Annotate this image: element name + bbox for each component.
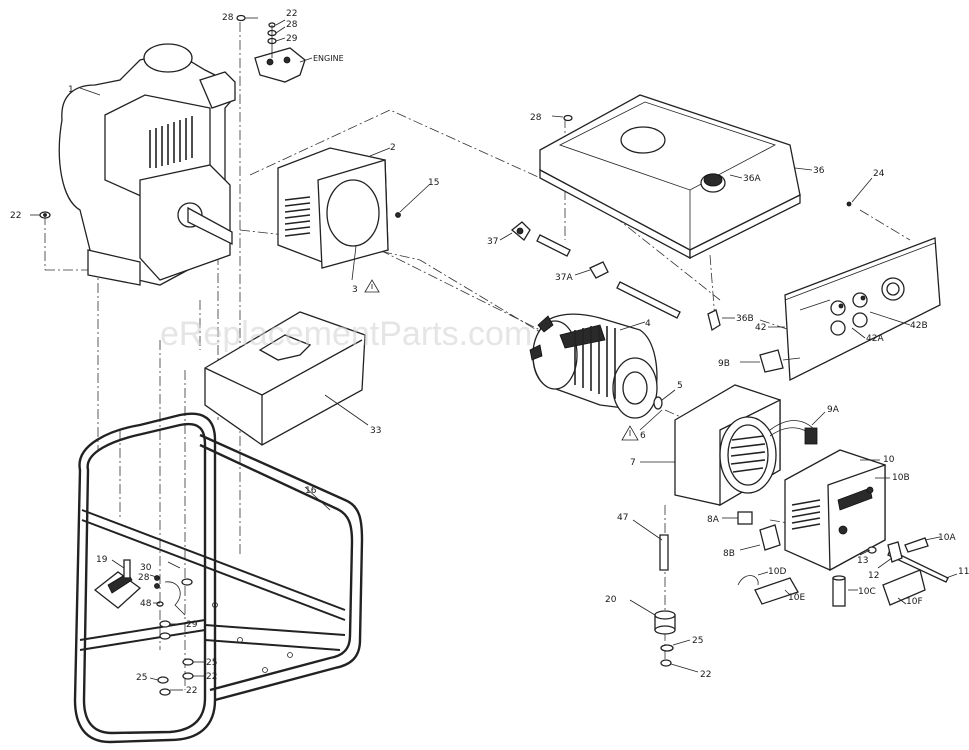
label-36: 36	[813, 166, 825, 176]
label-48: 48	[140, 599, 152, 609]
label-10c: 10C	[858, 587, 876, 597]
label-42: 42	[755, 323, 766, 333]
label-15: 15	[428, 178, 439, 188]
connectors-8a-8b	[722, 511, 781, 551]
watermark: eReplacementParts.com	[160, 315, 532, 353]
label-7: 7	[630, 458, 636, 468]
label-33: 33	[370, 426, 381, 436]
label-24: 24	[873, 169, 885, 179]
label-29-frame: 29	[186, 620, 198, 630]
label-10e: 10E	[788, 593, 805, 603]
label-6: 6	[640, 431, 646, 441]
label-22-frame: 22	[206, 672, 217, 682]
label-10a: 10A	[938, 533, 956, 543]
label-28-frame: 28	[138, 573, 150, 583]
label-12: 12	[868, 571, 879, 581]
label-37: 37	[487, 237, 498, 247]
label-10b: 10B	[892, 473, 910, 483]
engine-part	[58, 43, 236, 286]
rotor-part-4	[529, 313, 676, 431]
label-9a: 9A	[827, 405, 840, 415]
label-3: 3	[352, 285, 358, 295]
label-25-frame: 25	[206, 658, 217, 668]
foot-stack	[629, 519, 699, 673]
label-5: 5	[677, 381, 683, 391]
connector-9b	[740, 349, 801, 373]
cover-part-33	[204, 311, 369, 446]
label-25-foot: 25	[692, 636, 703, 646]
label-47: 47	[617, 513, 628, 523]
label-22-left: 22	[10, 211, 21, 221]
label-19: 19	[96, 555, 108, 565]
label-22-top: 22	[286, 9, 297, 19]
capacitor-and-plates	[737, 569, 926, 607]
label-9b: 9B	[718, 359, 730, 369]
label-36a: 36A	[743, 174, 761, 184]
end-housing-hardware	[859, 536, 958, 583]
adapter-part-2	[277, 147, 431, 281]
label-25-left: 25	[136, 673, 147, 683]
washer-22-left	[30, 87, 101, 219]
label-10d: 10D	[768, 567, 786, 577]
label-engine: ENGINE	[313, 54, 344, 63]
stator-part-7	[640, 384, 826, 507]
label-22-bottom: 22	[186, 686, 197, 696]
label-29-top: 29	[286, 34, 298, 44]
label-13: 13	[857, 556, 868, 566]
label-22-foot: 22	[700, 670, 711, 680]
label-1: 1	[68, 85, 74, 95]
label-28-tank: 28	[530, 113, 542, 123]
frame-hardware	[93, 559, 206, 696]
label-36b: 36B	[736, 314, 754, 324]
part-labels: 1 2 3 4 5 6 7 8A 8B 9A 9B 10 10A 10B 10C…	[10, 9, 969, 696]
fuel-valve-parts	[499, 221, 735, 332]
label-37a: 37A	[555, 273, 573, 283]
label-8b: 8B	[723, 549, 735, 559]
label-11: 11	[958, 567, 969, 577]
label-16: 16	[305, 486, 317, 496]
label-42a: 42A	[866, 334, 884, 344]
label-28-top: 28	[222, 13, 234, 23]
label-20: 20	[605, 595, 617, 605]
end-housing-part-10	[784, 449, 890, 572]
warning-icon	[364, 279, 639, 441]
control-panel-part-42	[768, 177, 941, 382]
label-28-a: 28	[286, 20, 298, 30]
engine-bracket-part	[236, 14, 313, 83]
label-10f: 10F	[906, 597, 923, 607]
label-2: 2	[390, 143, 396, 153]
fuel-tank-part-36	[539, 94, 813, 260]
label-8a: 8A	[707, 515, 720, 525]
label-10: 10	[883, 455, 895, 465]
label-42b: 42B	[910, 321, 928, 331]
label-4: 4	[645, 319, 651, 329]
label-30: 30	[140, 563, 152, 573]
frame-part-16	[73, 412, 364, 744]
